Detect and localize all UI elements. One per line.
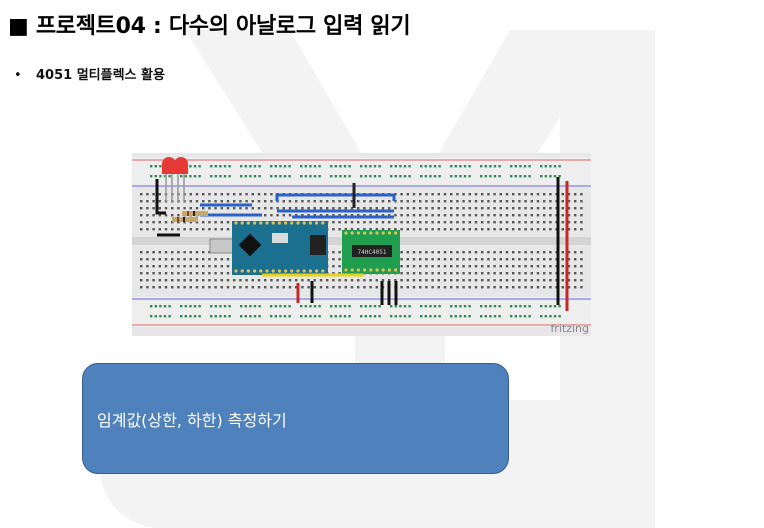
- jumper-wires-black-group: [380, 281, 398, 305]
- fritzing-watermark: fritzing: [550, 322, 589, 335]
- power-rail-bottom: [132, 297, 591, 327]
- page-title: ■ 프로젝트04 : 다수의 아날로그 입력 읽기: [8, 14, 411, 39]
- jumper-wires-blue: [200, 193, 396, 219]
- bullet-text: 4051 멀티플렉스 활용: [36, 68, 165, 83]
- led-red-left: [162, 157, 176, 203]
- breadboard-circuit-figure: 74HC4051 fritzing: [132, 153, 591, 336]
- arduino-nano-board: [209, 221, 328, 275]
- mux-74hc4051-module: 74HC4051: [342, 230, 400, 274]
- callout-box: 임계값(상한, 하한) 측정하기: [82, 363, 509, 474]
- bullet-list-item: • 4051 멀티플렉스 활용: [14, 64, 165, 83]
- resistors: [172, 211, 208, 222]
- power-rail-top: [132, 157, 591, 187]
- callout-text: 임계값(상한, 하한) 측정하기: [97, 410, 287, 430]
- mux-chip-label: 74HC4051: [358, 249, 387, 256]
- bullet-marker: •: [14, 68, 22, 83]
- ground-wire: [155, 179, 166, 215]
- led-red-right: [174, 157, 188, 203]
